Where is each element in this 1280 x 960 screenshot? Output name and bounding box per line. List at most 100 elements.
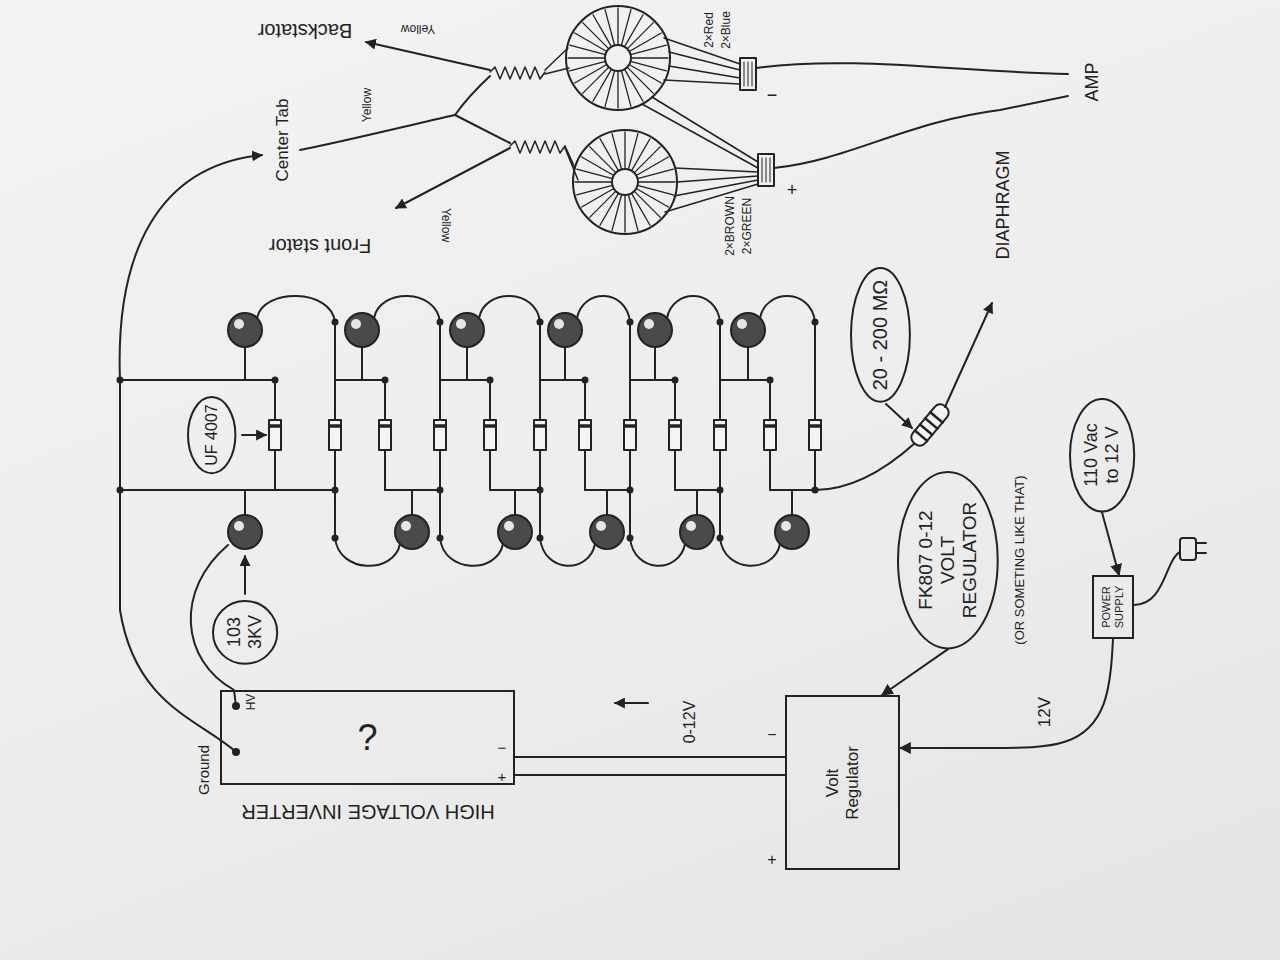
wire-connector <box>882 649 948 695</box>
capacitor-symbol <box>498 515 532 549</box>
junction-dot <box>272 377 279 384</box>
box-text: 20 - 200 MΩ <box>868 280 891 391</box>
capacitor-highlight <box>234 521 244 531</box>
junction-dot <box>537 319 544 326</box>
polarity-sign: − <box>767 85 778 106</box>
inverter-box: HIGH VOLTAGE INVERTER? <box>220 690 515 785</box>
wire-connector <box>515 774 785 776</box>
center-tap-wire <box>300 115 455 150</box>
box-heading: HIGH VOLTAGE INVERTER <box>241 800 494 823</box>
connector-plug <box>740 58 756 90</box>
callout-oval: FK807 0-12 VOLT REGULATOR <box>897 471 999 649</box>
amp-wire <box>756 63 1068 74</box>
callout-arrow <box>886 404 912 428</box>
junction-dot <box>672 377 679 384</box>
wire-wrap <box>510 141 565 153</box>
wire-destination: Center Tab <box>273 99 293 182</box>
box-text: ? <box>357 717 377 758</box>
oval-outline <box>898 472 998 648</box>
polarity-sign: + <box>498 768 507 785</box>
amp-wire <box>774 96 1068 168</box>
junction-dot <box>332 487 339 494</box>
wire-color: 2×GREEN <box>741 198 755 254</box>
capacitor-symbol <box>680 515 714 549</box>
junction-dot <box>717 487 724 494</box>
junction-dot <box>717 319 724 326</box>
toroid-core <box>573 130 677 234</box>
capacitor-symbol <box>775 515 809 549</box>
polarity-sign: − <box>767 726 776 744</box>
oval-outline <box>213 601 277 664</box>
callout-arrow <box>242 434 266 436</box>
mains-plug <box>1180 538 1196 560</box>
capacitor-lead <box>257 296 815 380</box>
capacitor-highlight <box>234 319 791 531</box>
capacitor-symbol <box>590 515 624 549</box>
box-text: POWER SUPPLY <box>1100 583 1125 631</box>
resistor-symbol <box>908 401 951 448</box>
center-tap-wire <box>455 115 510 143</box>
wire-connector <box>515 756 785 758</box>
wire-connector <box>1102 512 1119 575</box>
backstator-wire <box>366 42 490 70</box>
voltage-label: 0-12V <box>681 701 699 744</box>
diode-band <box>269 424 821 428</box>
diode-lead <box>275 380 815 490</box>
callout-oval: 20 - 200 MΩ <box>850 267 911 403</box>
power-supply-box: POWER SUPPLY <box>1092 575 1134 639</box>
toroid-winding <box>557 0 679 119</box>
wire-wrap <box>490 67 545 79</box>
callout-arrow <box>244 556 246 594</box>
junction-dot <box>717 535 724 542</box>
callout-oval: 103 3KV <box>212 600 278 665</box>
voltage-label: 12V <box>1035 697 1055 727</box>
connector-pins <box>744 62 752 86</box>
mains-cord <box>1134 552 1180 605</box>
junction-dot <box>437 487 444 494</box>
capacitor-symbol <box>228 313 765 347</box>
callout-oval: UF 4007 <box>187 396 236 474</box>
box-text: Volt Regulator <box>823 742 862 824</box>
toroid-hole <box>605 45 631 71</box>
capacitor-highlight <box>234 319 244 329</box>
junction-dot <box>627 487 634 494</box>
junction-dot <box>437 535 444 542</box>
junction-dot <box>117 377 124 384</box>
capacitor-symbol <box>450 313 484 347</box>
toroid-transformer <box>564 121 686 243</box>
capacitor-highlight <box>554 319 564 329</box>
callout-oval: 110 Vac to 12 V <box>1069 398 1135 513</box>
junction-dot <box>627 319 634 326</box>
box-text: 103 3KV <box>224 612 265 652</box>
capacitor-lead <box>245 347 748 380</box>
pin-name: Ground <box>195 745 212 795</box>
junction-dot <box>117 487 124 494</box>
junction-dot <box>332 319 339 326</box>
junction-dot <box>627 535 634 542</box>
resistor-band <box>915 412 943 441</box>
junction-dot <box>812 319 819 326</box>
wire-destination: DIAPHRAGM <box>993 150 1014 259</box>
junction-dot <box>332 535 339 542</box>
toroid-core <box>566 6 670 110</box>
plug-prong <box>1196 543 1206 553</box>
capacitor-symbol <box>228 515 809 549</box>
terminal-dot <box>232 702 240 710</box>
box-text: 110 Vac to 12 V <box>1081 418 1122 493</box>
toroid-transformer <box>557 0 679 119</box>
capacitor-lead <box>335 490 780 566</box>
box-text: FK807 0-12 VOLT REGULATOR <box>915 500 981 620</box>
regulator-box: Volt Regulator <box>785 695 900 870</box>
secondary-wire <box>565 146 578 180</box>
capacitor-symbol <box>345 313 379 347</box>
toroid-hole <box>612 169 638 195</box>
capacitor-symbol <box>228 515 262 549</box>
wire-color: 2×BROWN <box>724 196 738 256</box>
capacitor-highlight <box>504 521 514 531</box>
wire-destination: Backstator <box>258 19 352 42</box>
junction-dot <box>537 487 544 494</box>
output-wire <box>815 443 915 490</box>
junction-dot <box>437 319 444 326</box>
capacitor-symbol <box>548 313 582 347</box>
diaphragm-wire <box>945 303 992 407</box>
